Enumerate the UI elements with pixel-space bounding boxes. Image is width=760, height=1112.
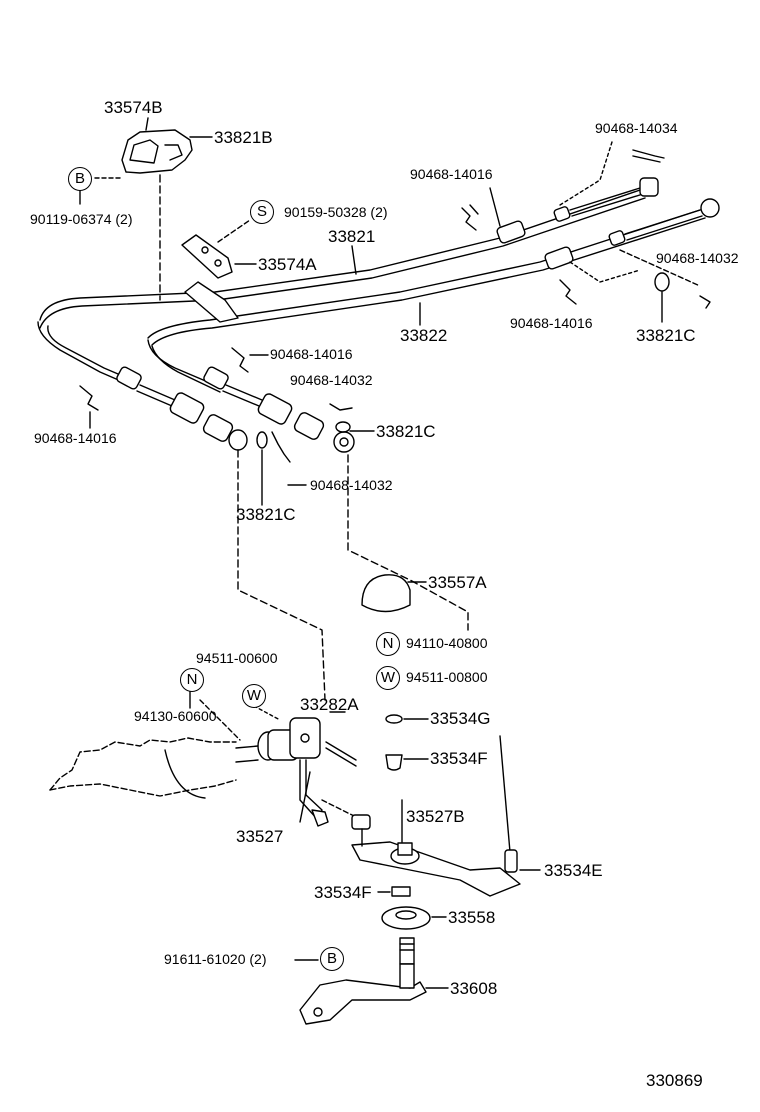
part-label-90468-14016-left: 90468-14016 <box>34 430 117 446</box>
leader-33821 <box>351 245 357 275</box>
part-label-33527: 33527 <box>236 827 284 846</box>
part-label-33821b: 33821B <box>214 128 273 147</box>
knob-33557a <box>361 574 411 613</box>
cable-end-upper-right <box>496 177 659 244</box>
diagram-code: 330869 <box>646 1071 703 1090</box>
leader-90468-14034 <box>559 141 613 206</box>
part-label-90468-14032-mid: 90468-14032 <box>290 372 373 388</box>
bushing-33534f-low <box>391 886 411 897</box>
part-label-33821c-right: 33821C <box>636 326 696 345</box>
transmission-curve <box>164 749 206 799</box>
part-label-90159-50328: 90159-50328 (2) <box>284 204 388 220</box>
part-label-33282a: 33282A <box>300 695 359 714</box>
washer-33821c-low <box>256 431 268 449</box>
marker-n-left: N <box>180 668 204 692</box>
leader-w-small <box>199 699 241 741</box>
shift-cable-33821 <box>37 189 646 386</box>
cable-end-lower-right <box>544 198 720 270</box>
leader-90468-14032-right <box>619 249 701 287</box>
part-label-33534f-top: 33534F <box>430 749 488 768</box>
part-label-90468-14034: 90468-14034 <box>595 120 678 136</box>
part-label-90468-14032-right: 90468-14032 <box>656 250 739 266</box>
part-label-33822: 33822 <box>400 326 448 345</box>
part-label-91611-61020: 91611-61020 (2) <box>164 951 267 967</box>
bushing-33534f-top <box>385 754 403 771</box>
part-label-94511-00800: 94511-00800 <box>406 669 488 685</box>
part-label-33534g: 33534G <box>430 709 491 728</box>
clip-90468-14034 <box>632 149 665 163</box>
shift-lever-shaft-33608 <box>299 937 427 1025</box>
part-label-90468-14016-mid: 90468-14016 <box>270 346 353 362</box>
cable-end-left-b <box>203 366 355 453</box>
part-label-33608: 33608 <box>450 979 498 998</box>
leader-w-marker <box>253 705 281 721</box>
leader-90159 <box>217 219 251 243</box>
leader-33534e-vertical <box>499 735 511 853</box>
clip-90468-14016-mid <box>231 347 249 373</box>
part-label-33821: 33821 <box>328 227 376 246</box>
part-label-33534e: 33534E <box>544 861 603 880</box>
part-label-90468-14016-top: 90468-14016 <box>410 166 493 182</box>
clip-90468-14032-low <box>271 431 291 463</box>
cable-clamp-bracket <box>184 281 239 323</box>
transmission-outline-top <box>49 737 237 791</box>
marker-s: S <box>250 200 274 224</box>
washer-33821c-right <box>654 272 670 292</box>
part-label-94511-00600: 94511-00600 <box>196 650 278 666</box>
clip-90468-14032-right <box>699 295 711 309</box>
leader-90468-14016-top <box>489 187 501 227</box>
shift-shaft-assembly <box>235 717 357 827</box>
shift-cable-33822 <box>147 209 706 393</box>
leader-33574b <box>145 117 149 131</box>
marker-b-bottom: B <box>320 947 344 971</box>
part-label-33821c-mid: 33821C <box>376 422 436 441</box>
part-label-33527b: 33527B <box>406 807 465 826</box>
part-label-33821c-low: 33821C <box>236 505 296 524</box>
part-label-90468-14016-right: 90468-14016 <box>510 315 593 331</box>
marker-w-left: W <box>242 684 266 708</box>
part-label-33574a: 33574A <box>258 255 317 274</box>
clip-90468-14016-left <box>79 385 99 411</box>
washer-33534g <box>385 714 403 724</box>
leader-90468-14016-right <box>569 261 641 283</box>
part-label-90119-06374: 90119-06374 (2) <box>30 211 133 227</box>
dashed-link-left-end <box>237 449 326 701</box>
clip-90468-14016-right <box>559 279 577 305</box>
leader-33527 <box>299 771 311 823</box>
marker-b-top: B <box>68 167 92 191</box>
part-label-94130-60600: 94130-60600 <box>134 708 217 724</box>
clip-90468-14016-top <box>461 204 479 231</box>
selector-lever-33527b <box>351 814 521 897</box>
part-label-33557a: 33557A <box>428 573 487 592</box>
marker-n-right: N <box>376 632 400 656</box>
part-label-33534f-low: 33534F <box>314 883 372 902</box>
part-label-90468-14032-low: 90468-14032 <box>310 477 393 493</box>
part-label-33574b: 33574B <box>104 98 163 117</box>
cable-end-left-a <box>116 366 248 451</box>
clip-90468-14032-mid <box>329 403 353 411</box>
washer-33821c-mid <box>335 421 351 433</box>
dashed-link-right-end <box>347 454 469 631</box>
part-label-33558: 33558 <box>448 908 496 927</box>
grommet-33558 <box>381 906 431 930</box>
bracket-plate-33574a <box>181 234 233 279</box>
marker-w-right: W <box>376 666 400 690</box>
transmission-outline-bottom <box>49 779 237 797</box>
part-label-94110-40800: 94110-40800 <box>406 635 488 651</box>
cable-bracket-plate <box>121 129 193 174</box>
